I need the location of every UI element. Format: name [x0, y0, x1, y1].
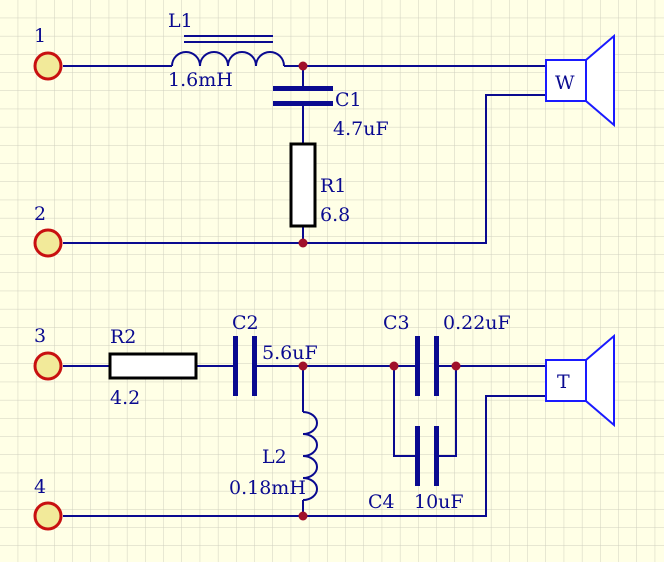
- capacitor-c2: [233, 336, 257, 396]
- terminal-1[interactable]: [33, 51, 63, 81]
- wire-c4-left: [393, 366, 415, 457]
- c4-designator: C4: [368, 491, 395, 513]
- terminal-4[interactable]: [33, 501, 63, 531]
- r1-value: 6.8: [320, 204, 350, 226]
- c3-value: 0.22uF: [443, 312, 511, 334]
- woofer-label: W: [555, 72, 575, 94]
- junction-r1-ground: [298, 238, 308, 248]
- junction-l2-ground: [298, 511, 308, 521]
- terminal-3-label: 3: [34, 325, 46, 347]
- woofer-speaker: [545, 33, 615, 128]
- terminal-4-label: 4: [34, 476, 46, 498]
- r2-value: 4.2: [110, 387, 140, 409]
- inductor-l1: [171, 35, 285, 67]
- c2-designator: C2: [232, 312, 259, 334]
- terminal-3[interactable]: [33, 351, 63, 381]
- junction-c2-l2: [298, 361, 308, 371]
- terminal-2[interactable]: [33, 228, 63, 258]
- c2-value: 5.6uF: [262, 342, 318, 364]
- tweeter-label: T: [557, 371, 570, 393]
- terminal-2-label: 2: [34, 203, 46, 225]
- capacitor-c1: [273, 86, 333, 106]
- c4-value: 10uF: [414, 491, 464, 513]
- terminal-1-label: 1: [34, 25, 46, 47]
- l1-value: 1.6mH: [168, 69, 233, 91]
- capacitor-c4: [415, 426, 439, 486]
- resistor-r2: [108, 352, 198, 380]
- capacitor-c3: [415, 336, 439, 396]
- junction-l1-c1: [298, 61, 308, 71]
- c1-value: 4.7uF: [333, 118, 389, 140]
- junction-c3-right: [451, 361, 461, 371]
- r2-designator: R2: [110, 326, 136, 348]
- l2-value: 0.18mH: [229, 477, 306, 499]
- wire-t4-return: [63, 395, 546, 517]
- l2-designator: L2: [262, 446, 287, 468]
- l1-designator: L1: [168, 10, 193, 32]
- wire-c4-right: [439, 366, 457, 457]
- inductor-l2: [302, 411, 318, 501]
- c1-designator: C1: [335, 89, 362, 111]
- r1-designator: R1: [320, 175, 346, 197]
- wire-t2-return: [63, 94, 546, 244]
- junction-c3-left: [389, 361, 399, 371]
- resistor-r1: [289, 142, 317, 228]
- c3-designator: C3: [383, 312, 410, 334]
- tweeter-speaker: [545, 333, 615, 428]
